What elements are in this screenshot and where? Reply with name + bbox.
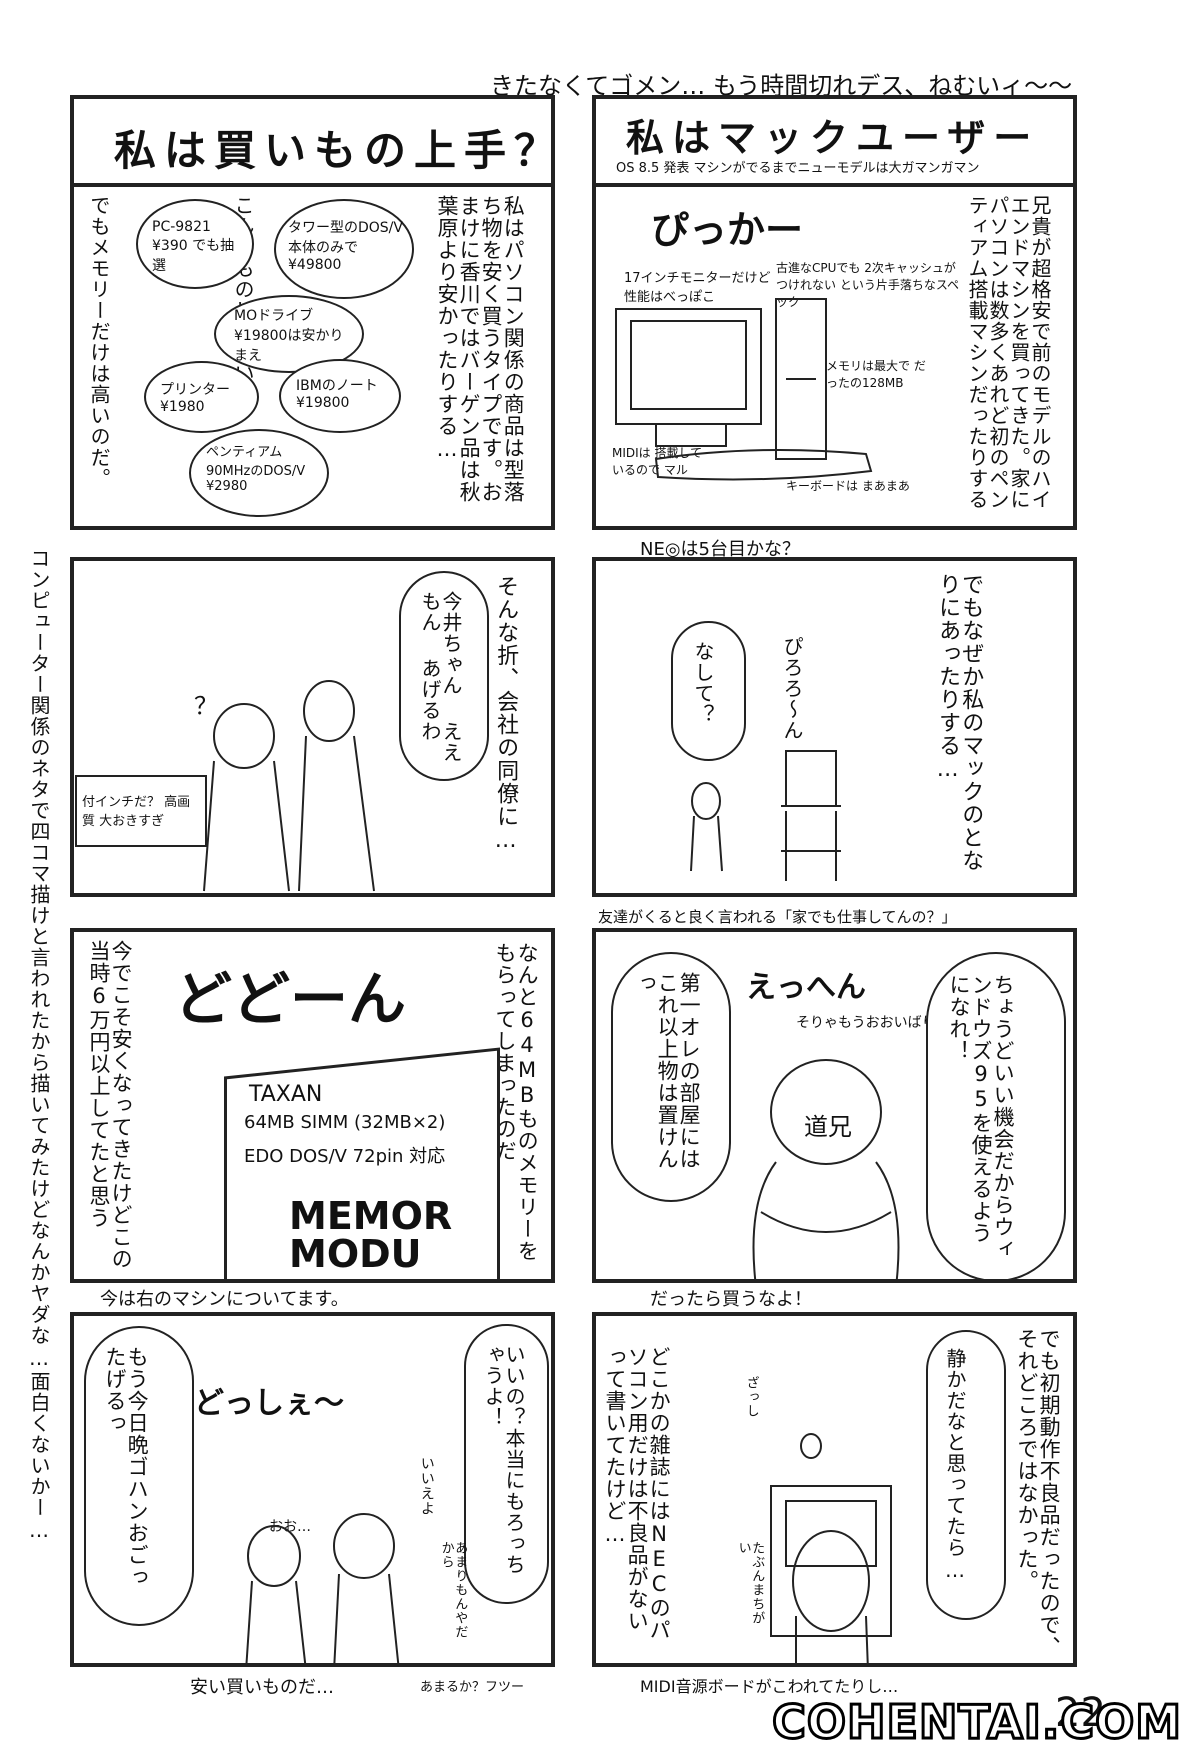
panel-5-sfx: どどーん (174, 965, 407, 1033)
panel-4-narration: でもなぜか私のマックのとなりにあったりする… (935, 573, 984, 872)
panel-6-name: 道兄 (804, 1113, 852, 1141)
panel-7-left-bubble (84, 1326, 194, 1626)
panel-2-subtitle: OS 8.5 発表 マシンがでるまでニューモデルは大ガマンガマン (616, 161, 980, 176)
panel-7-small3: あまりもんやだから (438, 1541, 468, 1639)
panel-4-caption: 友達がくると良く言われる「家でも仕事してんの？」 (598, 908, 957, 926)
panel-3-question: ？ (194, 692, 218, 720)
panel-8-small2: ざっし (743, 1376, 759, 1418)
bubble-ibm-note (279, 359, 401, 433)
panel-5-narration2: 今でこそ安くなってきたけどこの当時6万円以上してたと思う (87, 940, 134, 1270)
panel-2-title-box (596, 99, 1073, 187)
panel-3-bubble (399, 571, 489, 781)
panel-7-sfx: どっしぇ〜 (194, 1386, 344, 1421)
panel-5: どどーん なんと64MBものメモリーをもらってしまったのだ 今でこそ安くなってき… (70, 928, 555, 1283)
panel-2-caption: NE◎は5台目かな？ (640, 539, 800, 560)
panel-3-box-text: 付インチだ？ 高画質 大おきすぎ (82, 795, 191, 829)
bubble-printer-text: プリンター ¥1980 (160, 382, 230, 415)
panel-6-left-bubble (611, 952, 731, 1202)
bubble-ibm-note-text: IBMのノート ¥19800 (296, 378, 378, 411)
memory-box-line2: 64MB SIMM (32MB×2) (244, 1112, 446, 1133)
panel-6-left-bubble-text: 第一オレの部屋にはこれ以上物は置けんっ (633, 972, 702, 1170)
bubble-tower-dosv (274, 199, 414, 299)
panel-1-footer: でもメモリーだけは高いのだ。 (87, 195, 111, 489)
panel-2-sfx: ぴっかー (651, 208, 804, 252)
panel-8-bubble-text: 静かだなと思ってたら… (943, 1348, 967, 1583)
bubble-printer (144, 361, 259, 433)
panel-1: 私は買いもの上手？ 私はパソコン関係の商品は型落ち物を安く買うタイプです。おまけ… (70, 95, 555, 530)
watermark: COHENTAI.COM (771, 1694, 1183, 1751)
panel-5-narration: なんと64MBものメモリーをもらってしまったのだ (493, 942, 540, 1262)
label-monitor: 17インチモニターだけど 性能はべっぽこ (624, 271, 771, 305)
panel-7-small2: いいえよ (418, 1456, 435, 1516)
panel-4-sfx: ぴろろ〜ん (780, 636, 804, 741)
panel-7-caption2: あまるか？フツー (420, 1680, 525, 1695)
panel-6: えっへん そりゃもうおおいばり 第一オレの部屋にはこれ以上物は置けんっ ちょうど… (592, 928, 1077, 1283)
panel-7-drawing (245, 1513, 400, 1663)
panel-7-caption1: 安い買いものだ… (190, 1677, 334, 1698)
panel-2: 私はマックユーザー OS 8.5 発表 マシンがでるまでニューモデルは大ガマンガ… (592, 95, 1077, 530)
label-keyboard: キーボードは まあまあ (786, 479, 910, 493)
panel-1-title: 私は買いもの上手？ (114, 126, 555, 175)
memory-box-line1: TAXAN (249, 1082, 323, 1107)
panel-6-drawing (752, 1059, 900, 1279)
panel-6-right-bubble (926, 952, 1066, 1279)
page-number: 22 (1055, 1690, 1106, 1736)
panel-6-sfx: えっへん (746, 970, 866, 1005)
panel-3-drawing (75, 680, 375, 892)
panel-8-small: たぶんまちがい (735, 1541, 765, 1625)
label-memory: メモリは最大で だったの128MB (826, 359, 926, 390)
bubble-pc9821 (136, 199, 254, 289)
panel-4: でもなぜか私のマックのとなりにあったりする… なして？ ぴろろ〜ん (592, 557, 1077, 897)
panel-3-narration: そんな折、会社の同僚に… (493, 575, 519, 854)
panel-6-sfx2: そりゃもうおおいばり (796, 1015, 936, 1031)
panel-4-bubble (671, 621, 746, 761)
panel-1-narration: 私はパソコン関係の商品は型落ち物を安く買うタイプです。おまけに香川ではバーゲン品… (435, 195, 526, 503)
label-cpu: 古進なCPUでも 2次キャッシュがつけれない という片手落ちなスペック (776, 261, 959, 309)
panel-8: でも初期動作不良品だったので、それどころではなかった。 静かだなと思ってたら… … (592, 1312, 1077, 1667)
memory-box-big: MEMOR MODU (289, 1194, 453, 1276)
bubble-pentium-text: ペンティアム90MHzのDOS/V ¥2980 (206, 445, 306, 494)
panel-2-title: 私はマックユーザー (626, 116, 1040, 160)
panel-8-narration: でも初期動作不良品だったので、それどころではなかった。 (1015, 1328, 1062, 1658)
bubble-tower-dosv-text: タワー型のDOS/V 本体のみで ¥49800 (288, 220, 403, 273)
computer-drawing (615, 298, 873, 481)
panel-8-left-bubble-text: どこかの雑誌にはNECのパソコン用だけは不良品がないって書いてたけど… (603, 1346, 672, 1641)
panel-3: そんな折、会社の同僚に… 今井ちゃん ええもん あげるわ ？ 付インチだ？ 高画… (70, 557, 555, 897)
panel-5-caption: 今は右のマシンについてます。 (100, 1289, 349, 1310)
panel-7-right-bubble-text: いいの？本当にもろっちゃうよ！ (481, 1344, 526, 1575)
panel-8-caption: MIDI音源ボードがこわれてたりし… (640, 1677, 899, 1696)
panel-4-drawing (690, 750, 841, 881)
panel-7-small1: おお… (269, 1519, 311, 1535)
panel-8-drawing (770, 1433, 892, 1663)
panel-2-narration: 兄貴が超格安で前のモデルのハイエンドマシンを買ってきた。家にパソコンは数多くあれ… (965, 195, 1052, 510)
panel-6-caption: だったら買うなよ！ (650, 1289, 812, 1310)
memory-box-line3: EDO DOS/V 72pin 対応 (244, 1146, 446, 1167)
panel-7-left-bubble-text: もう今日晩ゴハンおごったげるっ (103, 1346, 150, 1588)
bubble-mo-drive-text: MOドライブ ¥19800は安かりまえ (234, 308, 344, 364)
panel-3-bubble-text: 今井ちゃん ええもん あげるわ (418, 591, 463, 763)
panel-7: どっしぇ〜 もう今日晩ゴハンおごったげるっ いいの？本当にもろっちゃうよ！ おお… (70, 1312, 555, 1667)
left-margin-text: コンピューター関係のネタで四コマ描けと言われたから描いてみたけどなんかヤダな…面… (27, 548, 51, 1543)
panel-6-right-bubble-text: ちょうどいい機会だからウィンドウズ95を使えるようになれ！ (947, 974, 1016, 1260)
panel-8-bubble (926, 1330, 1006, 1620)
panel-1-title-box (74, 99, 551, 187)
bubble-pc9821-text: PC-9821 ¥390 でも抽選 (152, 219, 235, 274)
panel-4-bubble-text: なして？ (691, 641, 715, 725)
panel-7-right-bubble (464, 1324, 549, 1604)
bubble-pentium (189, 429, 329, 517)
